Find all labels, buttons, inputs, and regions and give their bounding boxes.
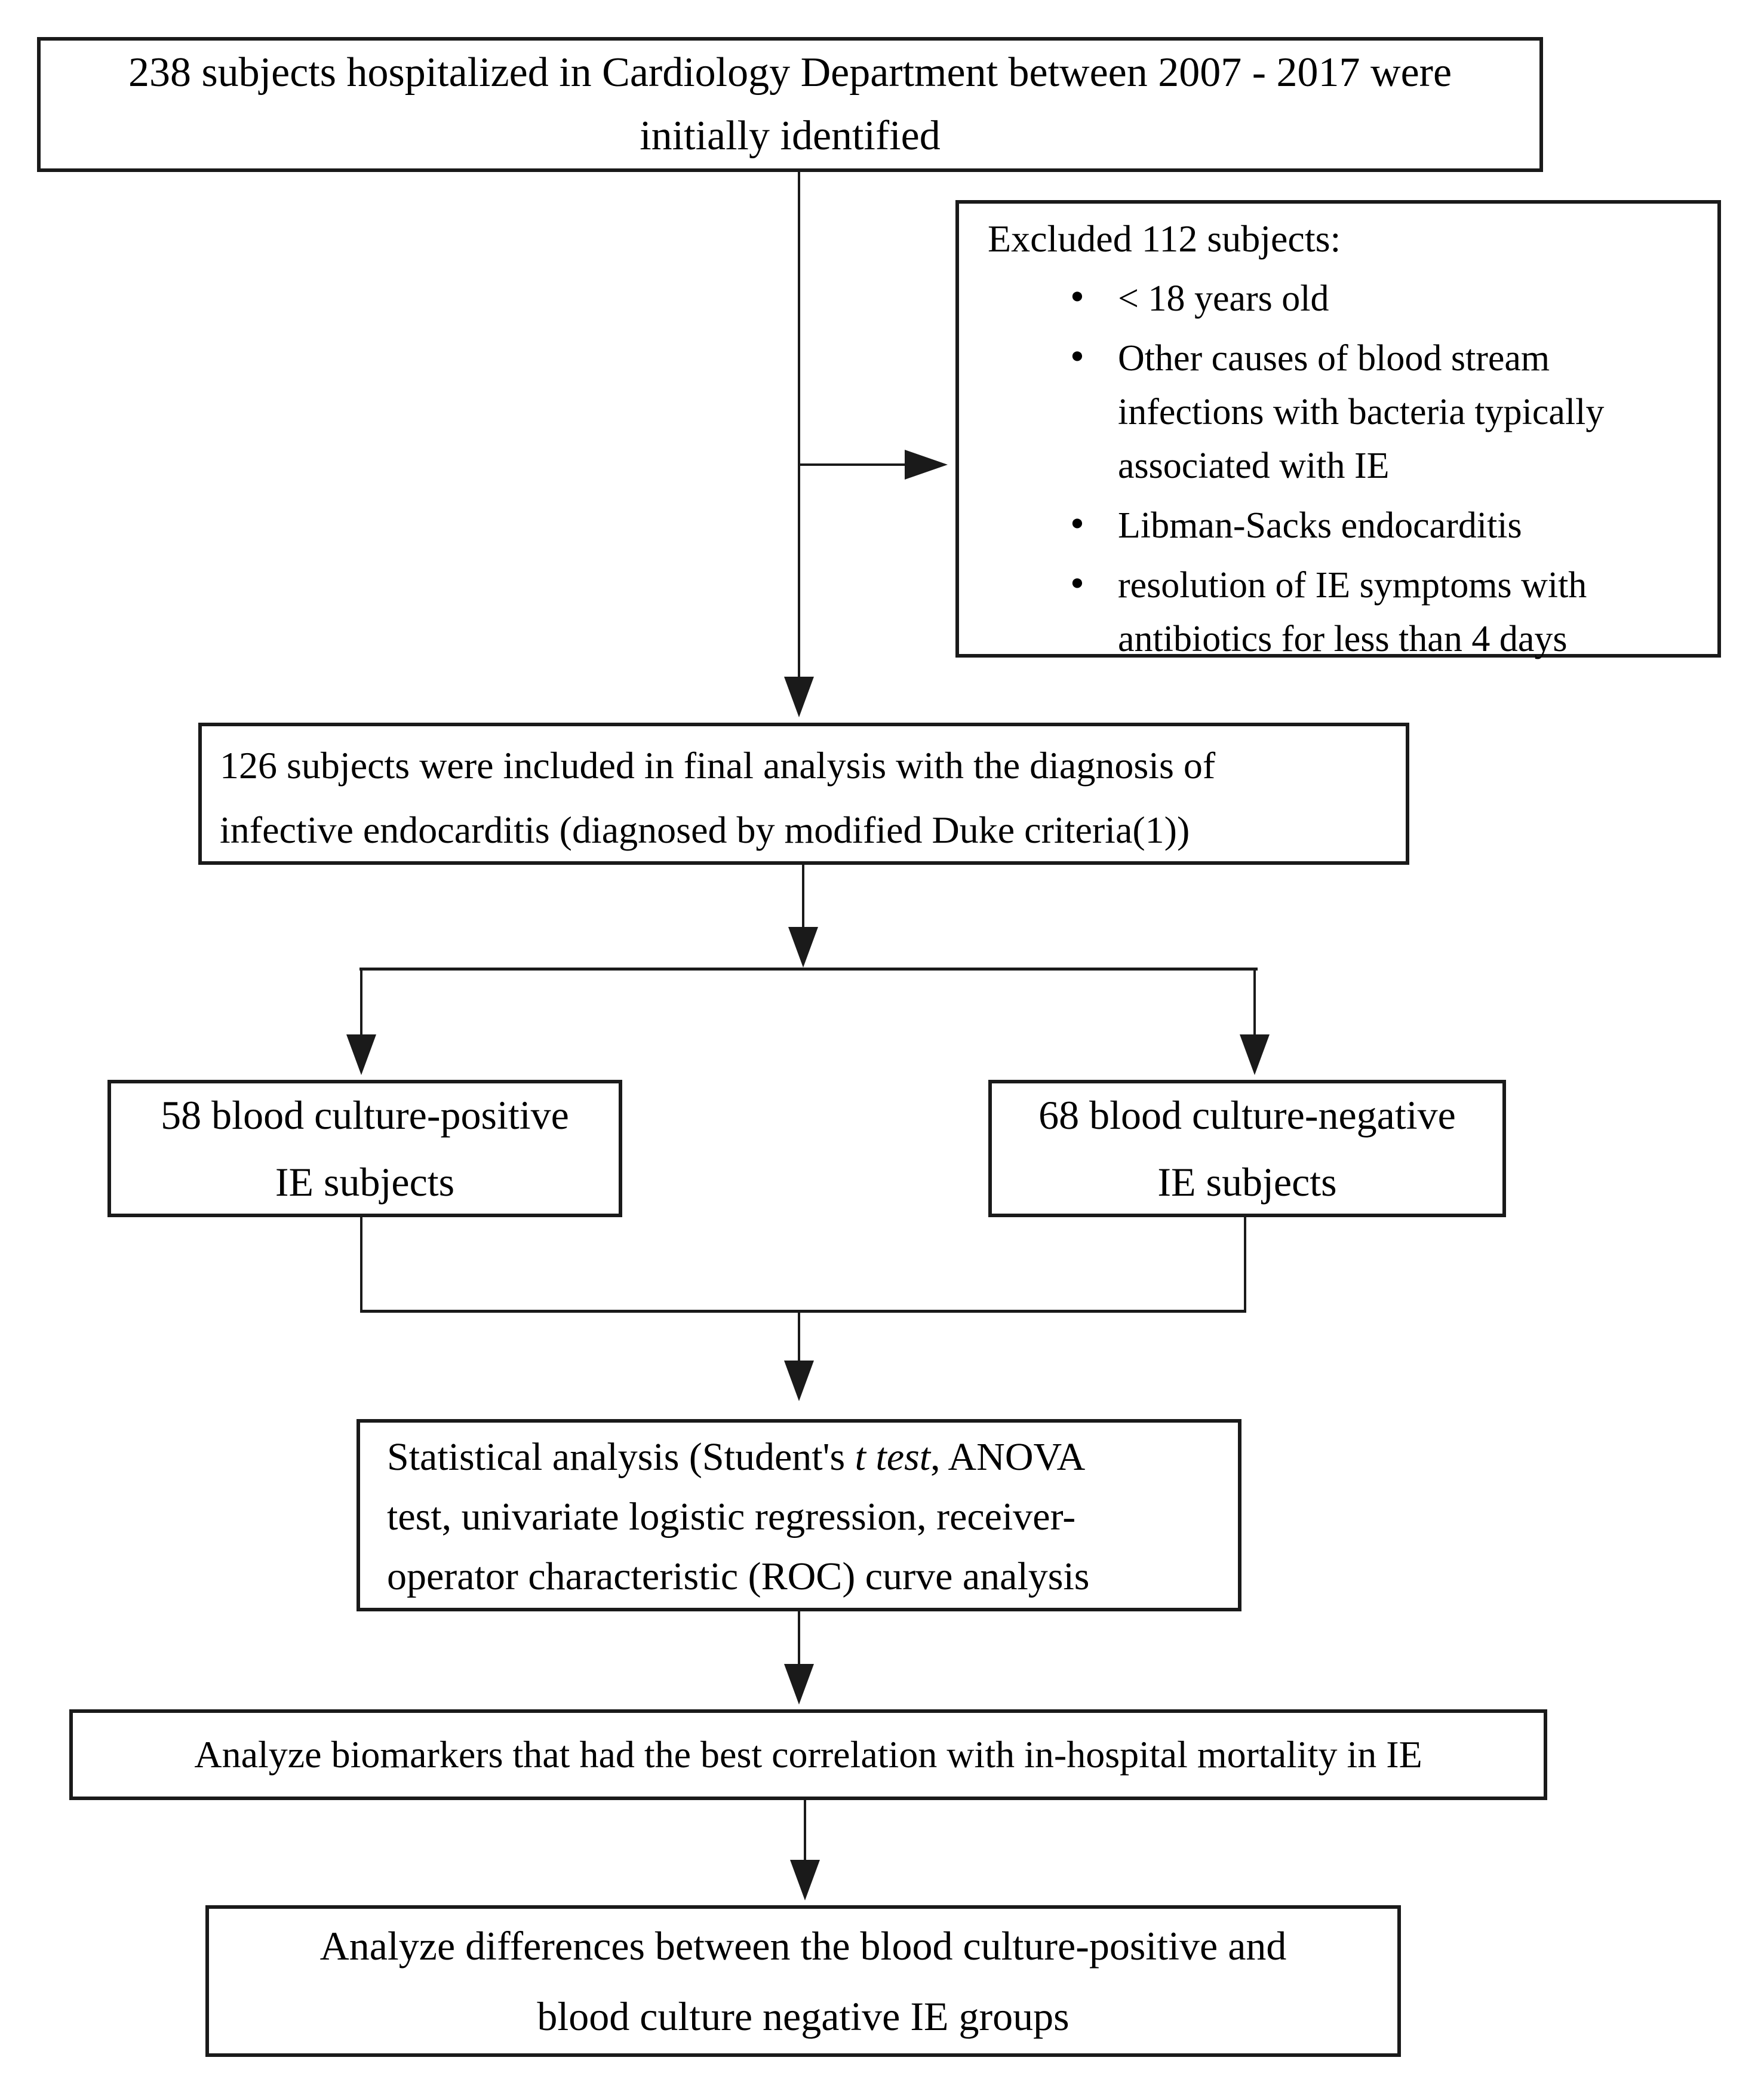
arrowhead-down-icon (788, 927, 818, 968)
excluded-item-line: associated with IE (1118, 446, 1390, 486)
excluded-bullet-item-other-causes: • Other causes of blood stream infection… (988, 331, 1700, 493)
excluded-title: Excluded 112 subjects: (988, 217, 1341, 260)
connector-split-to-positive (360, 971, 362, 1034)
connector-statistical-to-biomarkers (798, 1611, 800, 1664)
arrowhead-down-icon (790, 1860, 820, 1900)
bullet-icon: • (1070, 560, 1084, 606)
statistical-line-1: Statistical analysis (Student's t test, … (387, 1427, 1238, 1487)
culture-positive-line-1: 58 blood culture-positive (161, 1092, 569, 1138)
bullet-icon: • (1070, 500, 1084, 546)
excluded-bullet-item-resolution: • resolution of IE symptoms with antibio… (988, 558, 1700, 666)
excluded-item-line: < 18 years old (1118, 278, 1329, 319)
differences-line-1: Analyze differences between the blood cu… (319, 1923, 1287, 1969)
box-analyze-biomarkers: Analyze biomarkers that had the best cor… (69, 1709, 1547, 1800)
arrowhead-down-icon (784, 1664, 814, 1705)
initial-cohort-line-1: 238 subjects hospitalized in Cardiology … (128, 50, 1452, 96)
arrowhead-right-icon (905, 450, 948, 480)
connector-positive-to-merge (360, 1217, 362, 1313)
merge-bar (360, 1310, 1246, 1313)
excluded-item-line: Libman-Sacks endocarditis (1118, 505, 1522, 546)
arrowhead-down-icon (784, 677, 814, 717)
bullet-icon: • (1070, 274, 1084, 319)
box-analyze-differences: Analyze differences between the blood cu… (205, 1905, 1401, 2057)
included-line-1: 126 subjects were included in final anal… (220, 744, 1216, 787)
arrowhead-down-icon (784, 1361, 814, 1401)
connector-included-to-split (802, 865, 804, 927)
connector-branch-to-excluded (799, 463, 905, 466)
statistical-line-2: test, univariate logistic regression, re… (387, 1495, 1076, 1539)
excluded-bullet-item-age: • < 18 years old (988, 272, 1700, 325)
bullet-icon: • (1070, 333, 1084, 379)
included-line-2: infective endocarditis (diagnosed by mod… (220, 809, 1190, 851)
box-initial-cohort: 238 subjects hospitalized in Cardiology … (37, 37, 1543, 172)
box-excluded-subjects: Excluded 112 subjects: • < 18 years old … (955, 200, 1721, 659)
arrowhead-down-icon (1240, 1034, 1270, 1075)
box-culture-positive: 58 blood culture-positive IE subjects (107, 1080, 622, 1217)
box-culture-negative: 68 blood culture-negative IE subjects (988, 1080, 1506, 1217)
connector-initial-to-included (798, 172, 800, 677)
culture-positive-line-2: IE subjects (275, 1159, 455, 1205)
split-bar (359, 968, 1258, 971)
excluded-item-line: infections with bacteria typically (1118, 392, 1605, 432)
arrowhead-down-icon (346, 1034, 376, 1075)
statistical-line-3: operator characteristic (ROC) curve anal… (387, 1555, 1090, 1598)
box-included-final-analysis: 126 subjects were included in final anal… (198, 723, 1409, 865)
connector-split-to-negative (1253, 971, 1256, 1034)
initial-cohort-line-2: initially identified (640, 113, 941, 159)
culture-negative-line-1: 68 blood culture-negative (1038, 1092, 1456, 1138)
box-statistical-analysis: Statistical analysis (Student's t test, … (357, 1419, 1241, 1611)
statistical-line-1-post: , ANOVA (930, 1435, 1086, 1479)
biomarkers-line: Analyze biomarkers that had the best cor… (194, 1733, 1422, 1776)
excluded-item-line: antibiotics for less than 4 days (1118, 619, 1568, 659)
excluded-item-line: resolution of IE symptoms with (1118, 565, 1587, 606)
excluded-bullet-item-libman-sacks: • Libman-Sacks endocarditis (988, 499, 1700, 552)
culture-negative-line-2: IE subjects (1157, 1159, 1337, 1205)
excluded-item-line: Other causes of blood stream (1118, 338, 1550, 379)
statistical-line-1-italic: t test (855, 1435, 931, 1479)
statistical-line-1-pre: Statistical analysis (Student's (387, 1435, 855, 1479)
connector-biomarkers-to-differences (804, 1800, 806, 1860)
connector-merge-to-statistical (798, 1313, 800, 1361)
differences-line-2: blood culture negative IE groups (537, 1994, 1070, 2039)
connector-negative-to-merge (1244, 1217, 1246, 1313)
